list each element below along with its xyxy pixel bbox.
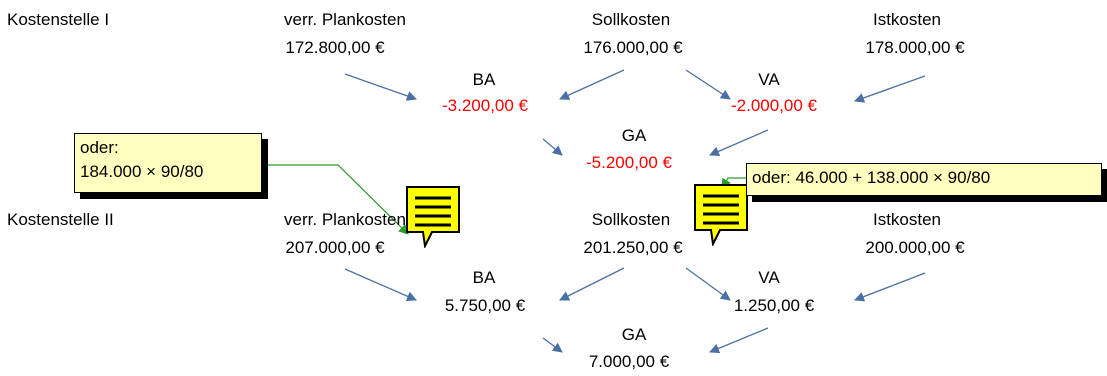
- ga-label-2: GA: [621, 325, 647, 344]
- va-label-1: VA: [758, 70, 780, 89]
- cost-center-1-label: Kostenstelle I: [7, 10, 110, 29]
- ba-value-2: 5.750,00 €: [444, 296, 526, 315]
- arrow-va-to-ga-2: [709, 327, 769, 354]
- arrow-planned-to-ba-1: [344, 73, 417, 101]
- planned-costs-label-2: verr. Plankosten: [284, 210, 406, 229]
- target-costs-label-1: Sollkosten: [591, 10, 671, 29]
- note-right-text: oder: 46.000 + 138.000 × 90/80: [752, 168, 991, 187]
- target-costs-value-2: 201.250,00 €: [583, 238, 683, 257]
- ga-label-1: GA: [621, 126, 647, 145]
- ba-label-2: BA: [472, 268, 496, 287]
- note-right[interactable]: oder: 46.000 + 138.000 × 90/80: [746, 163, 1102, 196]
- arrow-planned-to-ba-2: [344, 268, 417, 301]
- target-costs-label-2: Sollkosten: [591, 210, 671, 229]
- ga-value-1: -5.200,00 €: [585, 153, 673, 172]
- arrow-actual-to-va-2: [854, 272, 926, 302]
- comment-note-icon[interactable]: [406, 186, 460, 248]
- note-left-line1: oder:: [80, 138, 119, 157]
- actual-costs-value-1: 178.000,00 €: [865, 38, 965, 57]
- va-label-2: VA: [758, 268, 780, 287]
- ba-value-1: -3.200,00 €: [441, 96, 529, 115]
- va-value-2: 1.250,00 €: [733, 296, 815, 315]
- arrow-ba-to-ga-1: [542, 138, 563, 156]
- va-value-1: -2.000,00 €: [730, 96, 818, 115]
- planned-costs-value-2: 207.000,00 €: [285, 238, 385, 257]
- arrow-target-to-va-2: [685, 267, 731, 301]
- planned-costs-value-1: 172.800,00 €: [285, 38, 385, 57]
- actual-costs-label-1: Istkosten: [872, 10, 942, 29]
- arrow-target-to-ba-1: [559, 69, 625, 100]
- planned-costs-label-1: verr. Plankosten: [284, 10, 406, 29]
- arrow-target-to-va-1: [685, 69, 731, 100]
- note-left[interactable]: oder: 184.000 × 90/80: [74, 133, 262, 193]
- note-left-link: [268, 164, 409, 235]
- actual-costs-value-2: 200.000,00 €: [865, 238, 965, 257]
- arrow-va-to-ga-1: [709, 129, 769, 157]
- target-costs-value-1: 176.000,00 €: [583, 38, 683, 57]
- ga-value-2: 7.000,00 €: [588, 352, 670, 371]
- actual-costs-label-2: Istkosten: [872, 210, 942, 229]
- cost-center-2-label: Kostenstelle II: [7, 210, 114, 229]
- arrow-target-to-ba-2: [559, 267, 625, 301]
- comment-note-icon[interactable]: [694, 184, 748, 246]
- ba-label-1: BA: [472, 70, 496, 89]
- note-left-line2: 184.000 × 90/80: [80, 162, 204, 181]
- arrow-ba-to-ga-2: [542, 337, 563, 353]
- arrow-actual-to-va-1: [854, 75, 926, 103]
